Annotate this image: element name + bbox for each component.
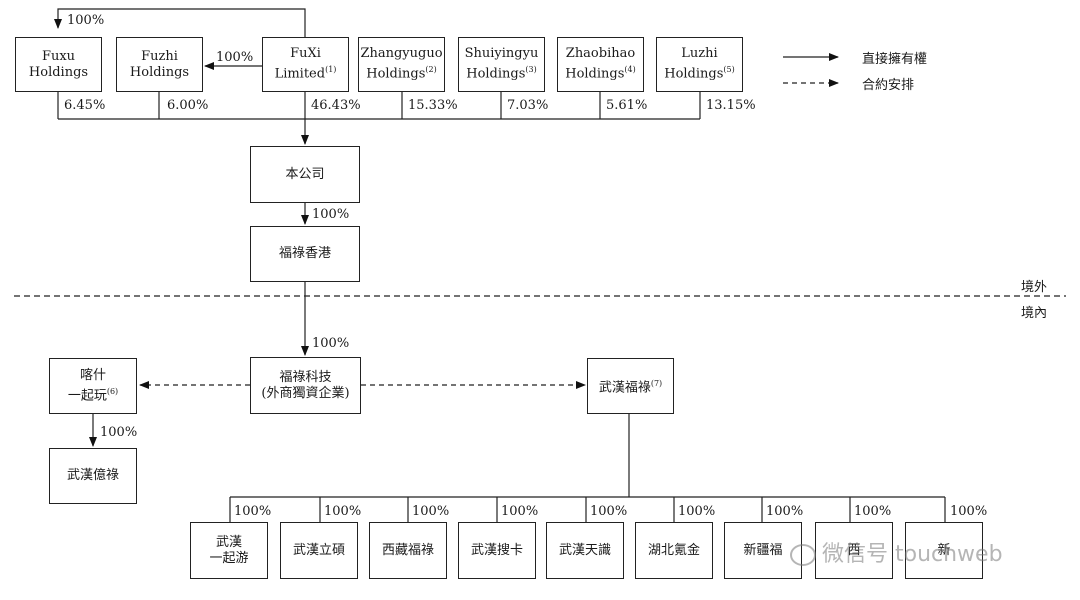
zhangyuguo-line2: Holdings bbox=[366, 66, 426, 82]
stake-kashgar-yilu: 100% bbox=[100, 425, 138, 440]
subsidiary-box: 武漢 一起游 bbox=[190, 522, 268, 579]
legend-direct-label: 直接擁有權 bbox=[862, 52, 928, 67]
wuhan-fulu-label: 武漢福祿 bbox=[598, 380, 651, 396]
stake-hk-wfoe: 100% bbox=[312, 336, 350, 351]
stake-luzhi: 13.15% bbox=[706, 98, 756, 113]
subsidiary-box: 武漢搜卡 bbox=[458, 522, 536, 579]
hk-label: 福祿香港 bbox=[278, 246, 331, 261]
fuxi-note: (1) bbox=[325, 65, 337, 75]
sub-pct: 100% bbox=[501, 504, 539, 519]
sub-line1: 西 bbox=[847, 542, 861, 558]
subsidiary-box: 新 bbox=[905, 522, 983, 579]
stake-company-hk: 100% bbox=[312, 207, 350, 222]
fuzhi-line1: Fuzhi bbox=[141, 48, 178, 64]
wfoe-line1: 福祿科技 bbox=[279, 369, 332, 385]
luzhi-holdings-box: Luzhi Holdings(5) bbox=[656, 37, 743, 92]
subsidiary-box: 新疆福 bbox=[724, 522, 802, 579]
watermark-text: 微信号 touchweb bbox=[822, 542, 1003, 567]
company-label: 本公司 bbox=[285, 166, 325, 182]
sub-line1: 湖北氪金 bbox=[647, 542, 700, 558]
stake-fuxi-fuxu: 100% bbox=[67, 13, 105, 28]
wuhan-fulu-box: 武漢福祿(7) bbox=[587, 358, 674, 414]
sub-line1: 武漢立碩 bbox=[292, 542, 345, 558]
subsidiary-box: 西 bbox=[815, 522, 893, 579]
fuxu-line1: Fuxu bbox=[41, 48, 76, 64]
fuxi-line2: Limited bbox=[274, 66, 326, 82]
sub-line1: 武漢 bbox=[215, 534, 242, 550]
sub-line1: 武漢天識 bbox=[558, 542, 611, 558]
wuhan-yilu-label: 武漢億祿 bbox=[66, 468, 119, 483]
sub-pct: 100% bbox=[590, 504, 628, 519]
luzhi-note: (5) bbox=[723, 65, 735, 75]
sub-line1: 西藏福祿 bbox=[381, 542, 434, 558]
wechat-icon bbox=[790, 544, 816, 566]
sub-pct: 100% bbox=[678, 504, 716, 519]
shuiyingyu-holdings-box: Shuiyingyu Holdings(3) bbox=[458, 37, 545, 92]
stake-zhangyuguo: 15.33% bbox=[408, 98, 458, 113]
wuhan-yilu-box: 武漢億祿 bbox=[49, 448, 137, 504]
fuxu-holdings-box: Fuxu Holdings bbox=[15, 37, 102, 92]
onshore-label: 境內 bbox=[1021, 306, 1048, 321]
luzhi-line2: Holdings bbox=[664, 66, 724, 82]
luzhi-line1: Luzhi bbox=[681, 46, 718, 62]
stake-fuxi: 46.43% bbox=[311, 98, 361, 113]
zhaobihao-line1: Zhaobihao bbox=[565, 46, 636, 62]
sub-line1: 武漢搜卡 bbox=[470, 542, 523, 558]
kashgar-note: (6) bbox=[106, 386, 119, 396]
stake-fuzhi: 6.00% bbox=[167, 98, 209, 113]
fuzhi-holdings-box: Fuzhi Holdings bbox=[116, 37, 203, 92]
wfoe-box: 福祿科技 (外商獨資企業) bbox=[250, 357, 361, 414]
sub-pct: 100% bbox=[324, 504, 362, 519]
zhaobihao-holdings-box: Zhaobihao Holdings(4) bbox=[557, 37, 644, 92]
stake-shuiyingyu: 7.03% bbox=[507, 98, 549, 113]
sub-line2: 一起游 bbox=[209, 550, 249, 566]
sub-line1: 新疆福 bbox=[743, 542, 783, 558]
subsidiary-box: 武漢天識 bbox=[546, 522, 624, 579]
fuxi-line1: FuXi bbox=[290, 46, 321, 62]
shuiyingyu-line2: Holdings bbox=[466, 66, 526, 82]
kashgar-line2: 一起玩 bbox=[67, 388, 107, 404]
kashgar-box: 喀什 一起玩(6) bbox=[49, 358, 137, 414]
shuiyingyu-line1: Shuiyingyu bbox=[464, 46, 539, 62]
fuzhi-line2: Holdings bbox=[129, 64, 190, 80]
sub-pct: 100% bbox=[766, 504, 804, 519]
subsidiary-box: 武漢立碩 bbox=[280, 522, 358, 579]
zhaobihao-note: (4) bbox=[624, 65, 636, 75]
legend-contract-label: 合約安排 bbox=[862, 78, 915, 93]
sub-line1: 新 bbox=[937, 542, 951, 558]
wfoe-line2: (外商獨資企業) bbox=[261, 385, 350, 401]
shuiyingyu-note: (3) bbox=[525, 65, 537, 75]
sub-pct: 100% bbox=[854, 504, 892, 519]
watermark: 微信号 touchweb bbox=[790, 536, 1003, 568]
zhangyuguo-note: (2) bbox=[425, 65, 437, 75]
offshore-label: 境外 bbox=[1021, 280, 1048, 295]
zhaobihao-line2: Holdings bbox=[565, 66, 625, 82]
subsidiary-box: 西藏福祿 bbox=[369, 522, 447, 579]
subsidiary-box: 湖北氪金 bbox=[635, 522, 713, 579]
stake-fuxu: 6.45% bbox=[64, 98, 106, 113]
stake-fuxi-fuzhi: 100% bbox=[216, 50, 254, 65]
sub-pct: 100% bbox=[234, 504, 272, 519]
zhangyuguo-holdings-box: Zhangyuguo Holdings(2) bbox=[358, 37, 445, 92]
stake-zhaobihao: 5.61% bbox=[606, 98, 648, 113]
zhangyuguo-line1: Zhangyuguo bbox=[360, 46, 443, 62]
hk-box: 福祿香港 bbox=[250, 226, 360, 282]
sub-pct: 100% bbox=[950, 504, 988, 519]
company-box: 本公司 bbox=[250, 146, 360, 203]
fuxu-line2: Holdings bbox=[28, 64, 89, 80]
wuhan-fulu-note: (7) bbox=[650, 378, 663, 388]
sub-pct: 100% bbox=[412, 504, 450, 519]
kashgar-line1: 喀什 bbox=[79, 367, 106, 383]
fuxi-fuxu-line bbox=[54, 8, 306, 37]
fuxi-limited-box: FuXi Limited(1) bbox=[262, 37, 349, 92]
